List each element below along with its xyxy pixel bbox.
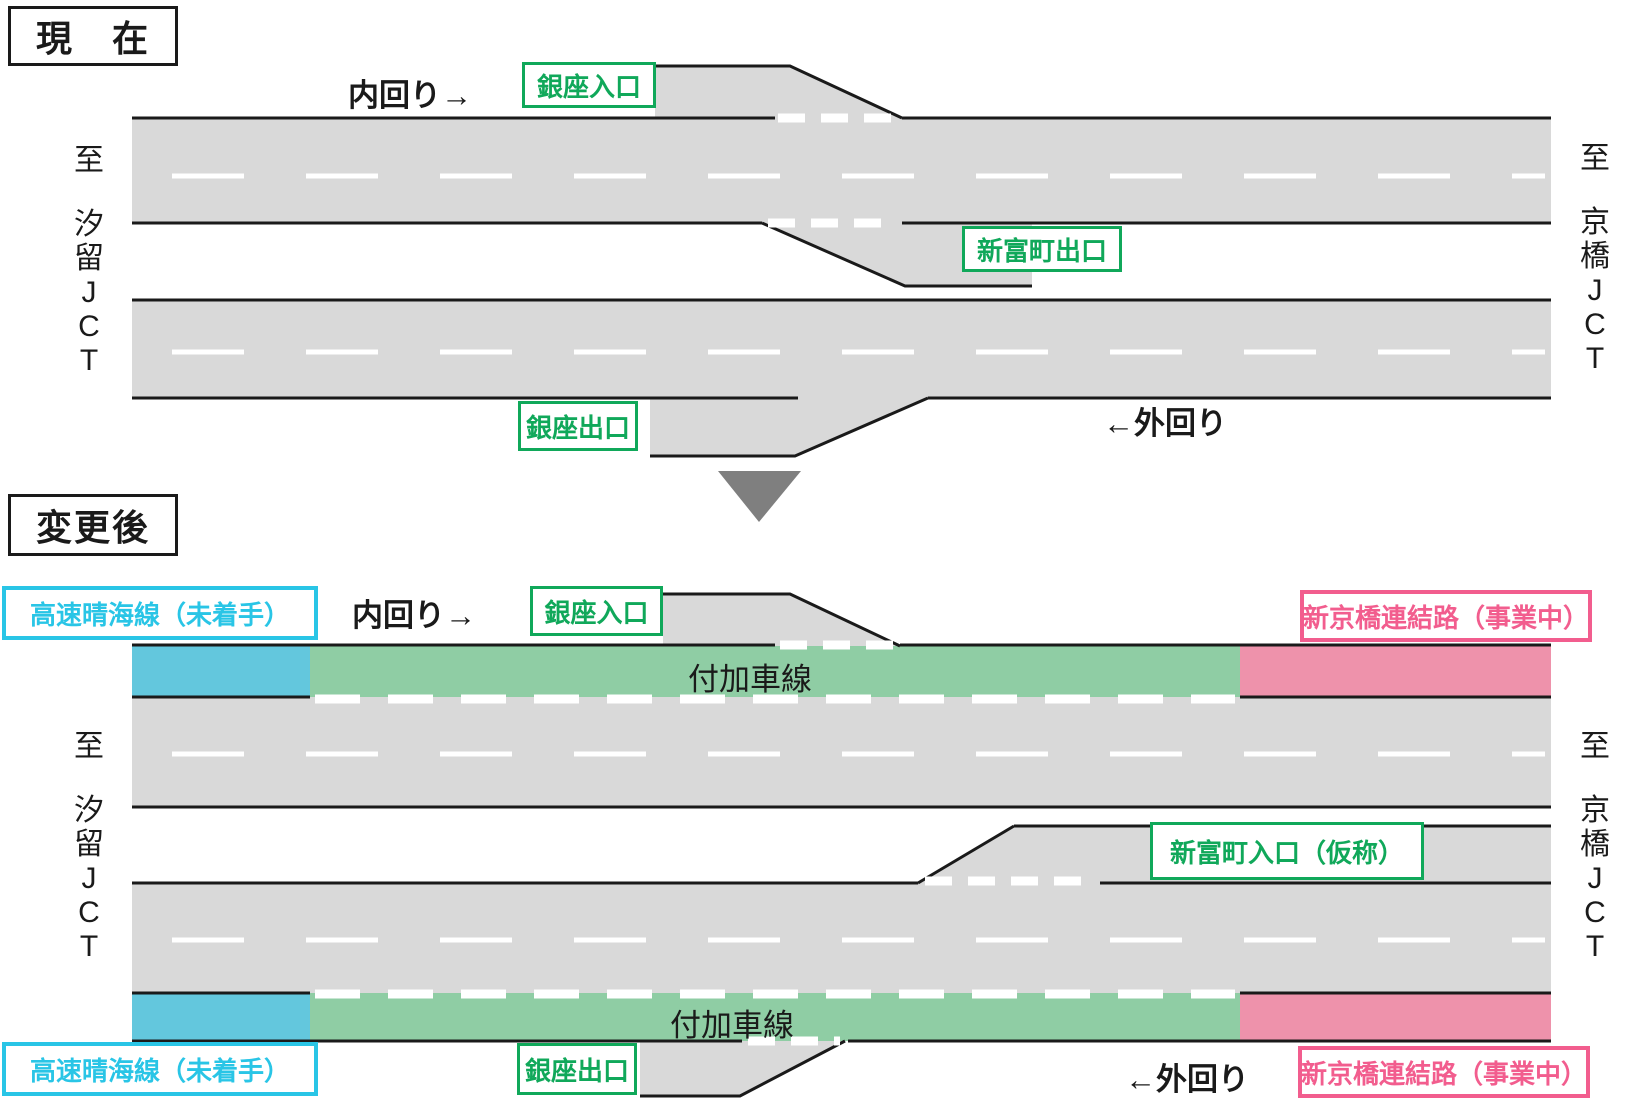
endpoint-char: T [79,344,99,377]
harumi-line-label-bottom: 高速晴海線（未着手） [2,1042,318,1096]
road-edges-current [132,64,1551,458]
endpoint-char: 留 [74,242,104,275]
ginza-entrance-label-current: 銀座入口 [522,62,656,108]
shintomicho-exit-label-current: 新富町出口 [962,226,1122,272]
endpoint-char: J [1587,862,1603,895]
shintomicho-entrance-label-after: 新富町入口（仮称） [1150,822,1424,880]
inner-loop-direction-after: 内回り→ [352,598,476,633]
road-edges-after [132,592,1551,1098]
after-title: 変更後 [8,494,178,556]
inner-roadway-current [132,118,1551,223]
endpoint-shiodome-jct-after: 至 汐 留 J C T [62,730,116,964]
outer-roadway-current [132,300,1551,398]
harumi-line-band-outer [132,993,310,1041]
added-lane-band-outer [310,993,1240,1041]
endpoint-char: 留 [74,828,104,861]
ginza-exit-label-after: 銀座出口 [517,1043,637,1095]
endpoint-char: 汐 [74,794,104,827]
endpoint-char: J [81,862,97,895]
to-label: 至 [74,144,104,177]
endpoint-char: 橋 [1580,240,1610,273]
endpoint-char: C [1584,896,1606,929]
endpoint-char: T [1585,930,1605,963]
added-lane-label-inner: 付加車線 [688,662,812,697]
lane-markings-after [172,640,1545,1046]
ginza-exit-ramp-after [640,1041,845,1096]
endpoint-char: T [1585,342,1605,375]
ginza-exit-ramp-current [650,398,928,456]
endpoint-char: J [1587,274,1603,307]
endpoint-char: 橋 [1580,828,1610,861]
endpoint-shiodome-jct-current: 至 汐 留 J C T [62,144,116,378]
lane-markings-current [172,113,1545,355]
endpoint-char: C [1584,308,1606,341]
shin-kyobashi-label-bottom: 新京橋連結路（事業中） [1298,1046,1590,1098]
outer-loop-direction-current: ←外回り [1103,406,1227,441]
shin-kyobashi-label-top: 新京橋連結路（事業中） [1300,590,1592,642]
ginza-entrance-ramp-after [663,594,900,646]
endpoint-char: 京 [1580,206,1610,239]
endpoint-char: 京 [1580,794,1610,827]
added-lane-band-inner [310,646,1240,697]
endpoint-char: 汐 [74,208,104,241]
harumi-line-band-inner [132,646,310,697]
endpoint-kyobashi-jct-after: 至 京 橋 J C T [1568,730,1622,964]
to-label: 至 [74,730,104,763]
endpoint-char: C [78,896,100,929]
harumi-line-label-top: 高速晴海線（未着手） [2,586,318,640]
ginza-entrance-ramp-current [655,66,902,118]
shin-kyobashi-band-inner [1240,646,1551,697]
endpoint-kyobashi-jct-current: 至 京 橋 J C T [1568,142,1622,376]
to-label: 至 [1580,142,1610,175]
endpoint-char: C [78,310,100,343]
outer-loop-direction-after: ←外回り [1125,1062,1249,1097]
current-title: 現 在 [8,6,178,66]
inner-loop-direction-current: 内回り→ [348,78,472,113]
shin-kyobashi-band-outer [1240,993,1551,1041]
down-arrow-icon [718,471,801,522]
endpoint-char: J [81,276,97,309]
to-label: 至 [1580,730,1610,763]
endpoint-char: T [79,930,99,963]
added-lane-label-outer: 付加車線 [670,1008,794,1043]
ginza-entrance-label-after: 銀座入口 [530,586,663,636]
ginza-exit-label-current: 銀座出口 [518,401,638,451]
